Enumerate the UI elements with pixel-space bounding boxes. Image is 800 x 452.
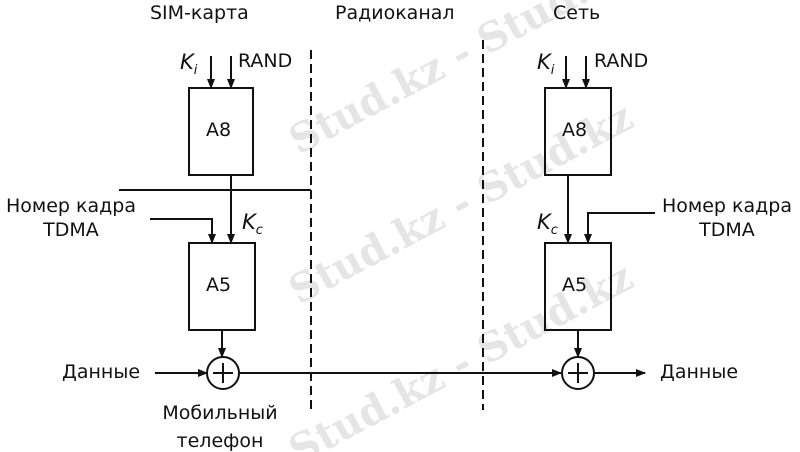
a8-label-sim: A8 [206,119,232,141]
header-radio: Радиоканал [335,2,455,24]
a8-label-network: A8 [562,119,588,141]
a5-label-network: A5 [562,274,588,296]
data-label-sim: Данные [62,361,141,383]
a5-label-sim: A5 [206,274,232,296]
header-sim: SIM-карта [150,2,249,24]
a8-box-network [544,87,612,176]
kc-label-network: Kc [537,210,558,239]
rand-label-network: RAND [594,50,649,72]
data-label-network: Данные [660,361,739,383]
kc-label-sim: Kc [242,210,263,239]
ki-label-sim: Ki [180,50,198,79]
a8-box-sim [188,87,254,176]
ki-label-network: Ki [537,50,555,79]
header-network: Сеть [553,2,601,24]
rand-label-sim: RAND [238,50,293,72]
